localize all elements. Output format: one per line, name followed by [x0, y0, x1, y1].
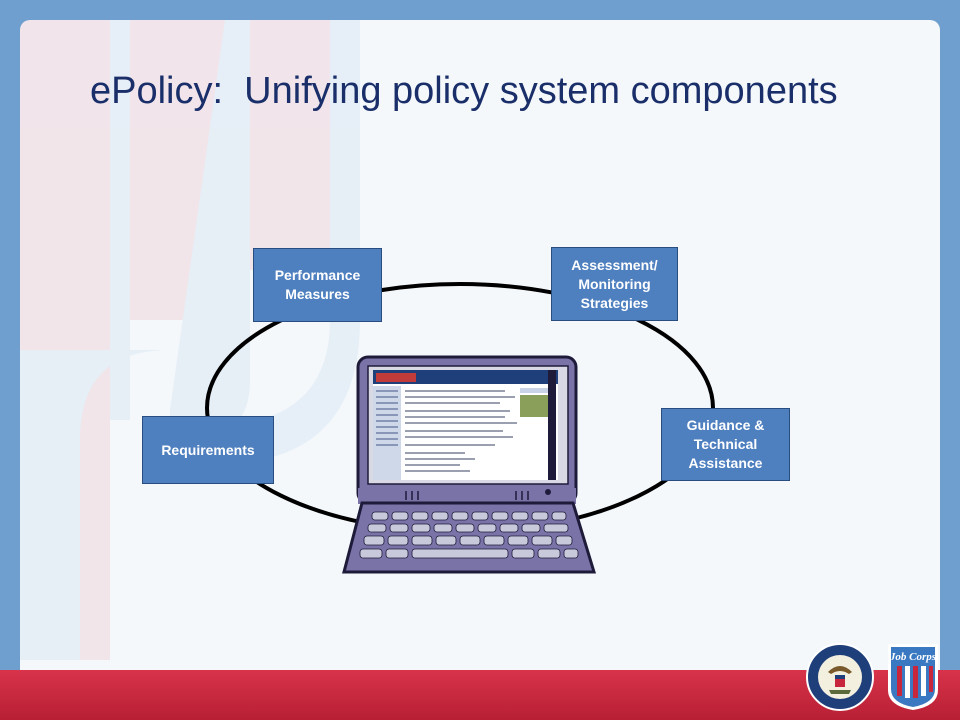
node-guidance-technical: Guidance & Technical Assistance — [661, 408, 790, 481]
job-corps-logo-icon: Job Corps — [888, 644, 938, 710]
node-performance-measures: Performance Measures — [253, 248, 382, 322]
svg-text:Job Corps: Job Corps — [889, 651, 936, 663]
watermark-logo-icon — [20, 20, 360, 660]
node-requirements: Requirements — [142, 416, 274, 484]
footer-bar — [0, 670, 960, 720]
node-assessment-monitoring: Assessment/ Monitoring Strategies — [551, 247, 678, 321]
dol-seal-icon — [806, 643, 874, 711]
laptop-icon — [342, 355, 597, 574]
page-title: ePolicy: Unifying policy system componen… — [90, 70, 838, 112]
